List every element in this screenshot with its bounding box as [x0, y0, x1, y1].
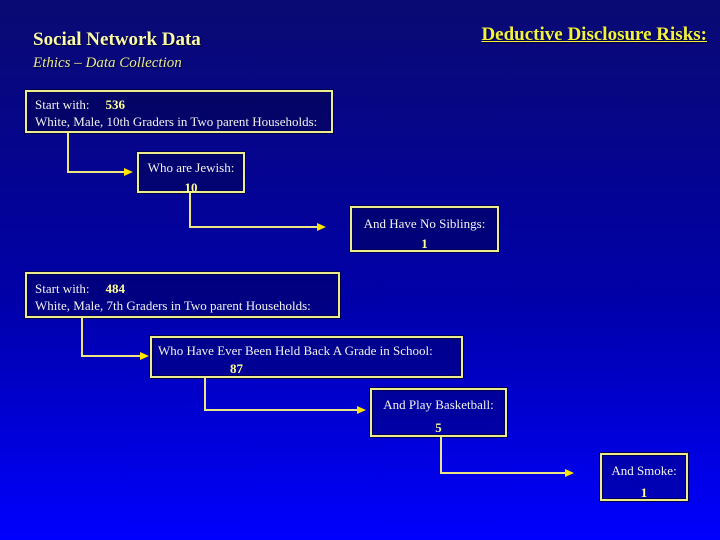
connector-line-horizontal [67, 171, 124, 173]
box-description: White, Male, 10th Graders in Two parent … [35, 114, 318, 129]
connector-line-horizontal [440, 472, 565, 474]
slide-title: Social Network Data [33, 29, 201, 50]
diagram-box-start-484: Start with: 484 White, Male, 7th Graders … [25, 272, 340, 318]
slide-heading-right: Deductive Disclosure Risks: [481, 24, 707, 45]
box-description: White, Male, 7th Graders in Two parent H… [35, 298, 311, 313]
arrow-right-icon [317, 223, 326, 231]
box-label: Who are Jewish: [147, 160, 235, 175]
box-prefix: Start with: [35, 97, 90, 112]
connector-line-vertical [189, 193, 191, 228]
arrow-right-icon [565, 469, 574, 477]
arrow-right-icon [124, 168, 133, 176]
diagram-box-start-536: Start with: 536 White, Male, 10th Graders… [25, 90, 333, 133]
box-line-start: Start with: 484 [35, 280, 330, 297]
box-value: 1 [421, 236, 428, 251]
box-prefix: Start with: [35, 281, 90, 296]
box-label: And Play Basketball: [383, 397, 494, 412]
box-value: 87 [230, 361, 243, 376]
box-label: Who Have Ever Been Held Back A Grade in … [158, 343, 433, 358]
diagram-box-no-siblings: And Have No Siblings: 1 [350, 206, 499, 252]
diagram-box-held-back: Who Have Ever Been Held Back A Grade in … [150, 336, 463, 378]
connector-line-horizontal [189, 226, 317, 228]
box-value: 10 [184, 180, 198, 195]
box-line-start: Start with: 536 [35, 96, 323, 113]
connector-line-vertical [204, 378, 206, 411]
connector-line-vertical [440, 437, 442, 474]
box-value: 5 [435, 420, 442, 435]
connector-line-vertical [81, 318, 83, 357]
box-label: And Smoke: [611, 463, 677, 478]
connector-line-vertical [67, 133, 69, 173]
arrow-right-icon [140, 352, 149, 360]
diagram-box-basketball: And Play Basketball: 5 [370, 388, 507, 437]
arrow-right-icon [357, 406, 366, 414]
connector-line-horizontal [81, 355, 140, 357]
box-label: And Have No Siblings: [363, 216, 486, 231]
connector-line-horizontal [204, 409, 357, 411]
box-value: 536 [105, 97, 126, 112]
diagram-box-smoke: And Smoke: 1 [600, 453, 688, 501]
box-value: 1 [640, 485, 648, 500]
slide-subtitle: Ethics – Data Collection [33, 55, 182, 71]
box-value: 484 [105, 281, 126, 296]
diagram-box-jewish: Who are Jewish: 10 [137, 152, 245, 195]
